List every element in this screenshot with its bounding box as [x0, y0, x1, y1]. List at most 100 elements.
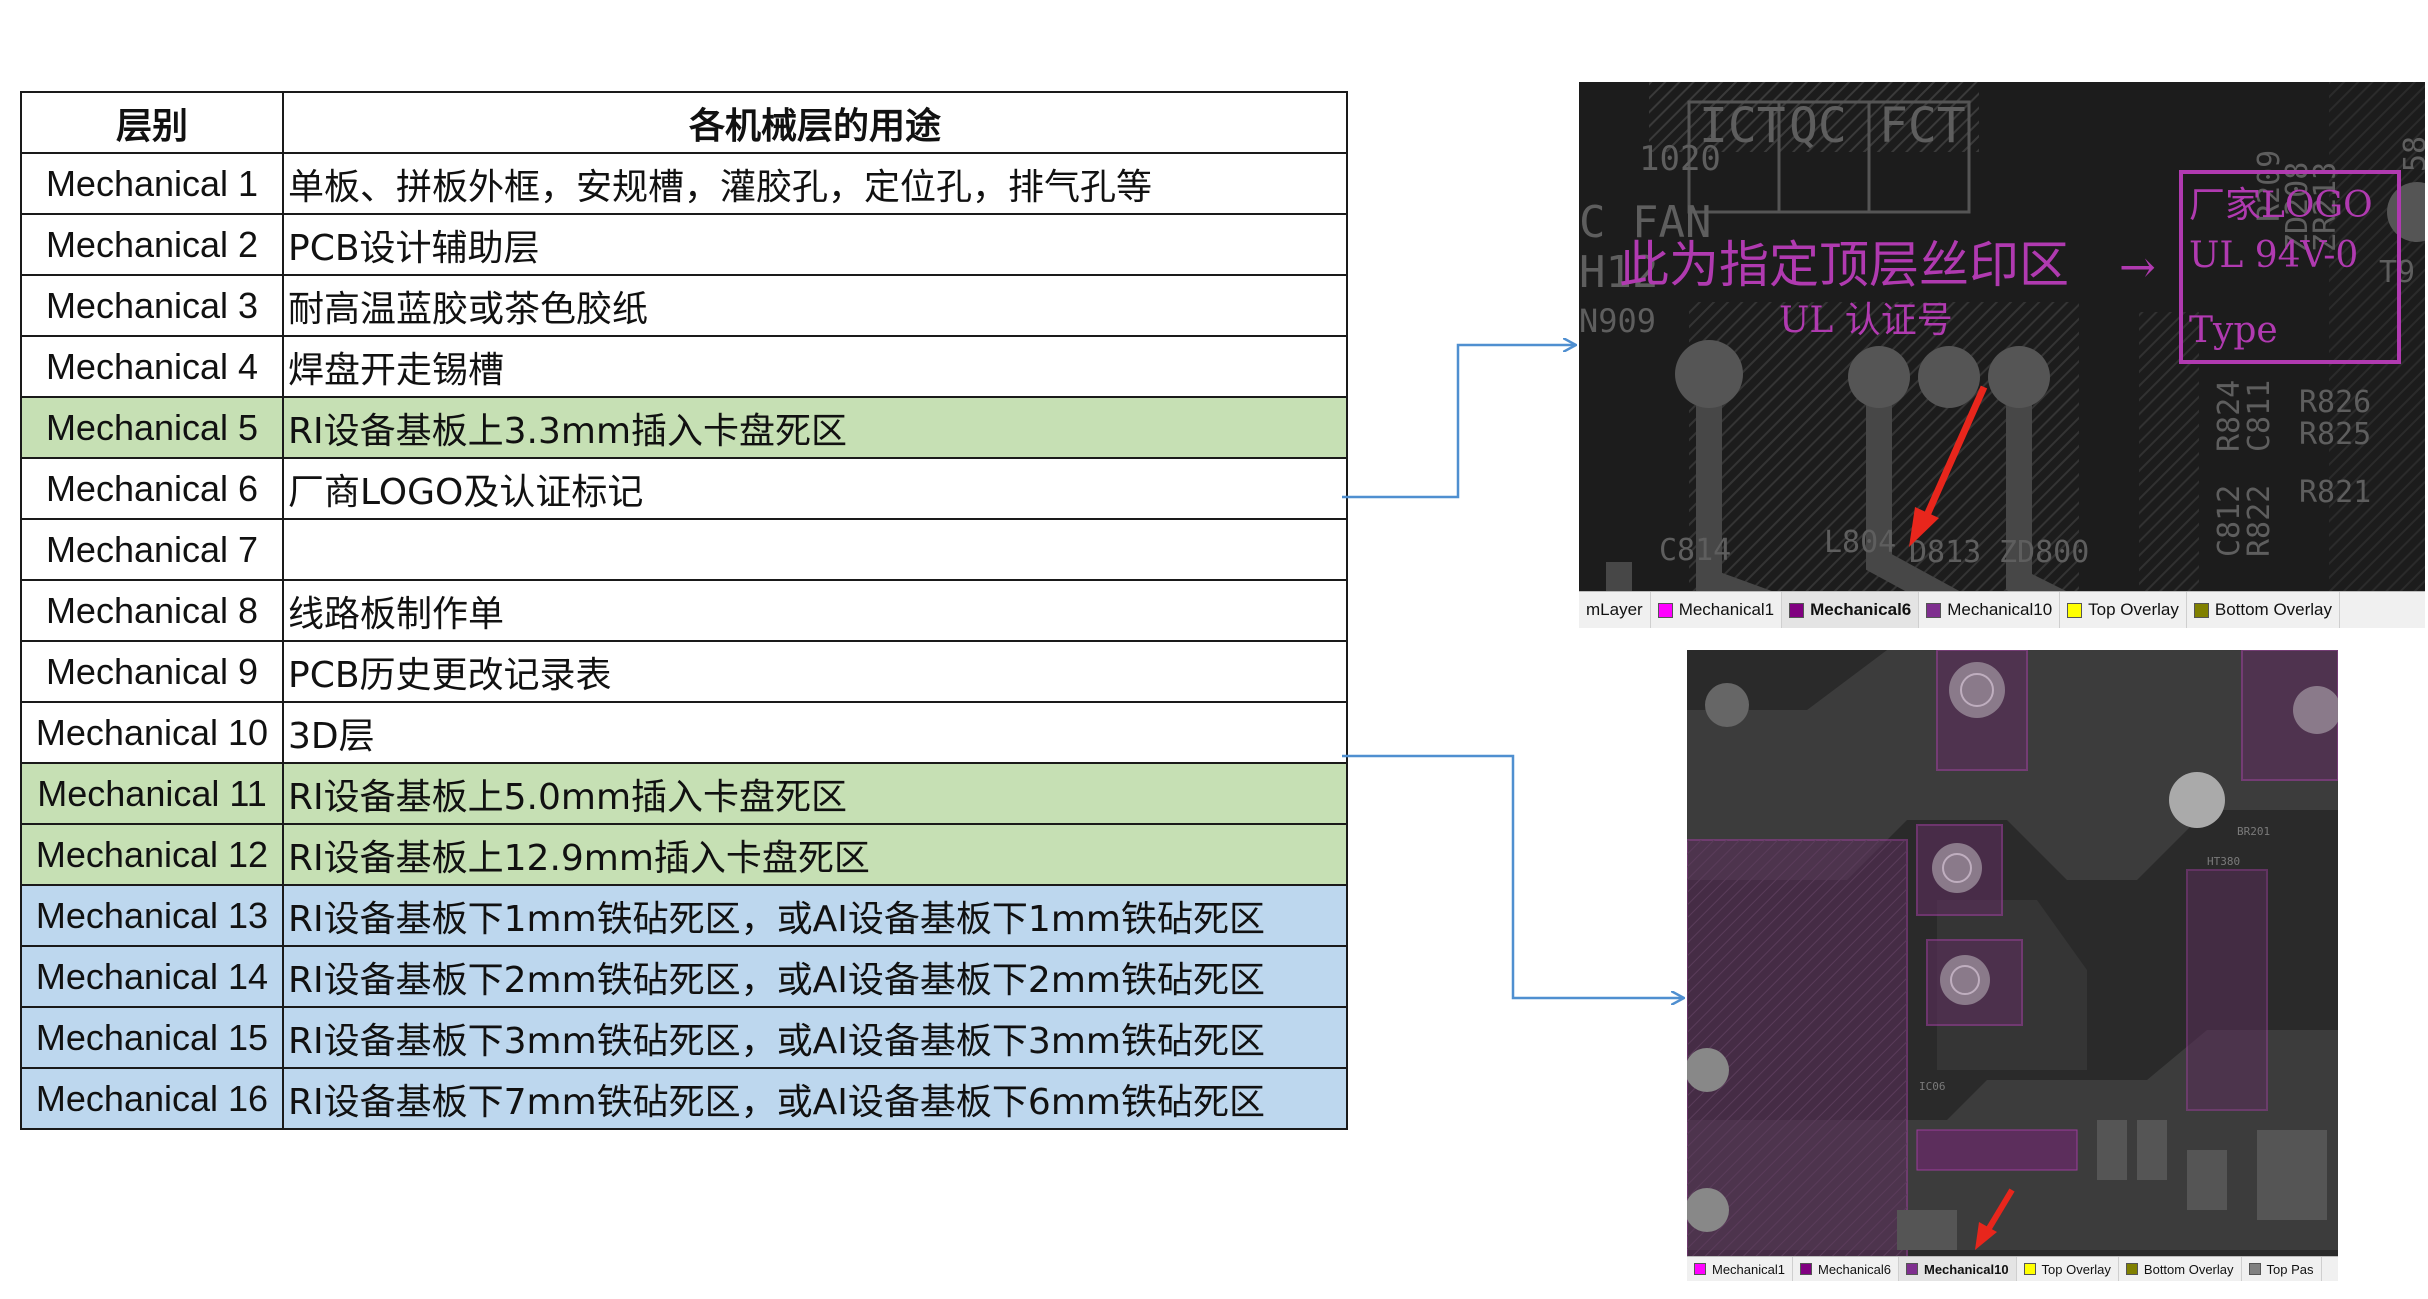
layer-purpose-cell: RI设备基板下7mm铁砧死区，或AI设备基板下6mm铁砧死区: [282, 1067, 1348, 1130]
layer-tab[interactable]: Bottom Overlay: [2187, 592, 2341, 628]
layer-color-swatch: [2248, 1263, 2261, 1275]
layer-tab-label: Mechanical6: [1818, 1261, 1891, 1277]
layer-purpose-cell: [282, 518, 1348, 581]
ul-cert-label: UL 认证号: [1779, 300, 1953, 341]
red-arrow-icon: [1975, 1188, 2015, 1250]
pcb-bottom-artwork: BR201 HT380 IC06: [1687, 650, 2338, 1281]
layer-tab-label: Top Pas: [2266, 1261, 2314, 1277]
layer-color-swatch: [1926, 602, 1942, 618]
silk-zr213: ZR213: [2308, 162, 2343, 252]
layer-purpose-cell: RI设备基板下3mm铁砧死区，或AI设备基板下3mm铁砧死区: [282, 1006, 1348, 1069]
layer-tab[interactable]: Top Pas: [2242, 1257, 2322, 1281]
layer-tab-label: Bottom Overlay: [2143, 1261, 2234, 1277]
layer-tab[interactable]: mLayer: [1579, 592, 1651, 628]
silk-qc: QC: [1789, 98, 1847, 154]
layer-purpose-cell: RI设备基板上3.3mm插入卡盘死区: [282, 396, 1348, 459]
layer-tab[interactable]: Mechanical6: [1793, 1257, 1899, 1281]
layer-name-cell: Mechanical 15: [20, 1006, 284, 1069]
layer-color-swatch: [1800, 1263, 1812, 1275]
layer-purpose-cell: PCB历史更改记录表: [282, 640, 1348, 703]
layer-name-cell: Mechanical 8: [20, 579, 284, 642]
layer-tab[interactable]: Mechanical6: [1782, 592, 1920, 628]
pcb-bottom-layer-tabs: Mechanical1 Mechanical6 Mechanical10 Top Ov…: [1687, 1256, 2338, 1281]
layer-tab[interactable]: Bottom Overlay: [2119, 1257, 2242, 1281]
silk-ict: ICT: [1699, 98, 1786, 154]
layer-tab[interactable]: Mechanical10: [1899, 1257, 2017, 1281]
pcb-top-artwork: ICT QC FCT 1020 C FAN H12 N909 C814 L804…: [1579, 82, 2425, 628]
layer-color-swatch: [1694, 1263, 1706, 1275]
layer-name-cell: Mechanical 6: [20, 457, 284, 520]
connector-mech6-to-top-view: [1342, 345, 1575, 499]
layer-tab-label: Bottom Overlay: [2214, 600, 2333, 619]
layer-name-cell: Mechanical 3: [20, 274, 284, 337]
layer-color-swatch: [1657, 602, 1673, 618]
table-header-row: 层别 各机械层的用途: [20, 91, 1348, 154]
layer-name-cell: Mechanical 12: [20, 823, 284, 886]
layer-color-swatch: [2125, 1263, 2138, 1275]
logo-line-3: Type: [2189, 310, 2278, 351]
pcb-top-layer-tabs: mLayer Mechanical1 Mechanical6 Mechanical10…: [1579, 591, 2425, 628]
layer-purpose-cell: PCB设计辅助层: [282, 213, 1348, 276]
silk-r826: R826: [2299, 385, 2371, 420]
silk-ic06: IC06: [1919, 1080, 1946, 1093]
layer-name-cell: Mechanical 5: [20, 396, 284, 459]
layer-purpose-cell: RI设备基板上5.0mm插入卡盘死区: [282, 762, 1348, 825]
logo-line-1: 厂家LOGO: [2189, 185, 2373, 226]
red-arrow-icon: [1909, 385, 1988, 547]
layer-tab-label: Top Overlay: [2088, 600, 2179, 619]
layer-tab[interactable]: Top Overlay: [2060, 592, 2187, 628]
silk-r209: R209: [2252, 150, 2287, 222]
silk-r821: R821: [2299, 475, 2371, 510]
silk-h12: H12: [1579, 247, 1658, 298]
header-purpose: 各机械层的用途: [282, 91, 1348, 154]
silk-c811: C811: [2242, 380, 2277, 452]
silk-c814: C814: [1659, 533, 1731, 568]
layer-tab-label: Mechanical10: [1947, 600, 2053, 619]
pcb-top-view-mechanical6: ICT QC FCT 1020 C FAN H12 N909 C814 L804…: [1579, 82, 2425, 628]
layer-purpose-cell: 单板、拼板外框，安规槽，灌胶孔，定位孔，排气孔等: [282, 152, 1348, 215]
silk-r825: R825: [2299, 417, 2371, 452]
layer-name-cell: Mechanical 7: [20, 518, 284, 581]
silk-r822: R822: [2242, 485, 2277, 557]
table-row: Mechanical 7: [20, 518, 1348, 581]
silk-n909: N909: [1579, 302, 1656, 340]
layer-purpose-cell: RI设备基板下1mm铁砧死区，或AI设备基板下1mm铁砧死区: [282, 884, 1348, 947]
silk-l804: L804: [1824, 525, 1896, 560]
layer-color-swatch: [2193, 602, 2209, 618]
layer-color-swatch: [2023, 1263, 2036, 1275]
layer-tab-label: Mechanical6: [1810, 600, 1912, 619]
silk-zd800: ZD800: [1999, 535, 2089, 570]
layer-color-swatch: [2067, 602, 2083, 618]
layer-name-cell: Mechanical 9: [20, 640, 284, 703]
layer-name-cell: Mechanical 13: [20, 884, 284, 947]
mech6-annotation: 此为指定顶层丝印区: [1619, 236, 2069, 294]
layer-tab-label: Mechanical1: [1712, 1261, 1785, 1277]
layer-purpose-cell: RI设备基板上12.9mm插入卡盘死区: [282, 823, 1348, 886]
layer-tab-label: mLayer: [1586, 600, 1643, 619]
layer-name-cell: Mechanical 4: [20, 335, 284, 398]
layer-tab-label: Top Overlay: [2041, 1261, 2111, 1277]
layer-tab[interactable]: Mechanical10: [1919, 592, 2061, 628]
connector-mech10-to-bottom-view: [1342, 754, 1683, 998]
mech6-annotation-arrow: →: [2119, 242, 2156, 293]
logo-area-box: [2179, 170, 2401, 364]
layer-tab[interactable]: Mechanical1: [1687, 1257, 1793, 1281]
layer-purpose-cell: 线路板制作单: [282, 579, 1348, 642]
layer-purpose-cell: 3D层: [282, 701, 1348, 764]
layer-tab[interactable]: Top Overlay: [2017, 1257, 2119, 1281]
layer-name-cell: Mechanical 10: [20, 701, 284, 764]
layer-tab[interactable]: Mechanical1: [1651, 592, 1783, 628]
layer-color-swatch: [1906, 1263, 1918, 1275]
